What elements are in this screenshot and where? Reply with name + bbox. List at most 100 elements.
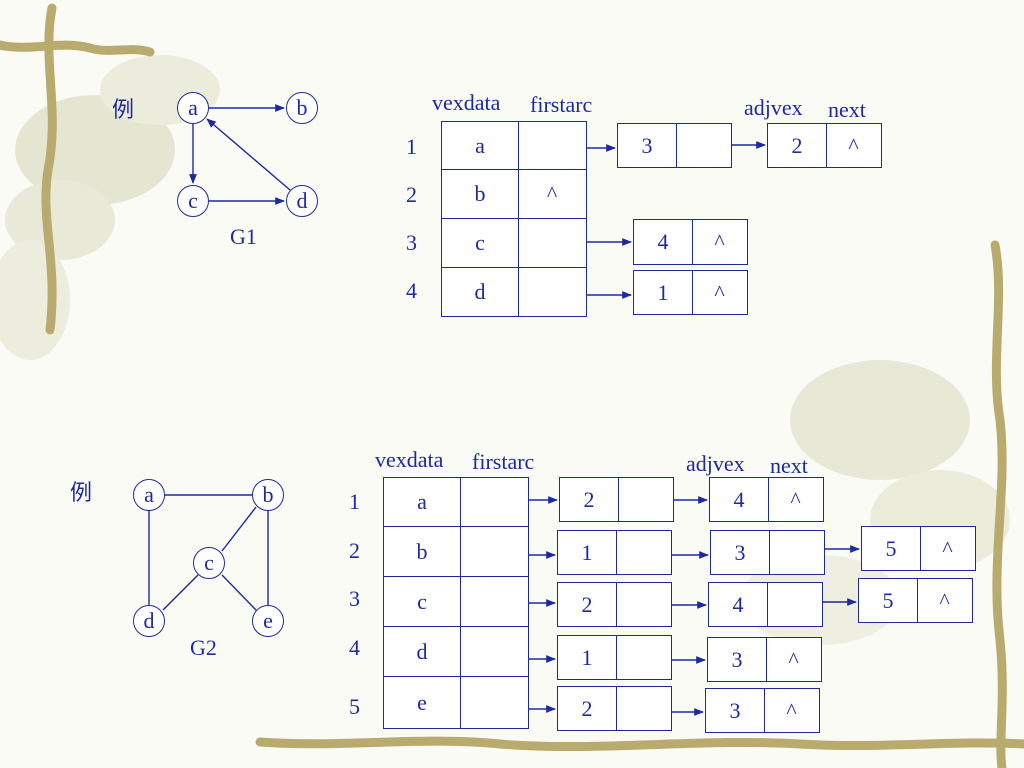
g2-node-a: a <box>133 479 165 511</box>
g1-node-d: d <box>286 185 318 217</box>
g2-arc-node: 3 ^ <box>705 688 820 733</box>
next-cell <box>616 583 671 626</box>
g2-graph-edges <box>148 494 269 611</box>
g2-vertex-row: e <box>383 677 529 729</box>
firstarc-cell <box>460 527 528 576</box>
adjvex-cell: 5 <box>859 579 918 622</box>
vexdata-cell: c <box>442 219 519 267</box>
next-cell: ^ <box>714 229 725 254</box>
g2-row-number: 2 <box>349 538 360 563</box>
adjvex-cell: 4 <box>709 583 768 626</box>
vexdata-cell: b <box>442 170 519 218</box>
g2-arc-node: 1 <box>557 530 672 575</box>
g1-row-number: 3 <box>406 230 417 255</box>
next-cell <box>676 124 731 167</box>
g2-edge-c-d <box>162 574 199 611</box>
g2-arc-node: 3 ^ <box>707 637 822 682</box>
g2-vertex-row: a <box>383 477 529 527</box>
g1-graph-edges <box>189 104 291 205</box>
next-cell <box>767 583 822 626</box>
next-cell: ^ <box>714 279 725 305</box>
g1-arc-node: 4 ^ <box>633 219 748 265</box>
vexdata-cell: d <box>442 268 519 316</box>
adjvex-cell: 3 <box>708 638 767 681</box>
g2-node-e: e <box>252 605 284 637</box>
g1-arc-node: 2 ^ <box>767 123 882 168</box>
adjvex-cell: 3 <box>706 689 765 732</box>
g2-edge-b-c <box>221 506 257 552</box>
g1-row-number: 2 <box>406 182 417 207</box>
vine-decoration <box>0 3 1024 768</box>
g2-arc-node: 4 ^ <box>709 477 824 522</box>
g2-arc-node: 4 <box>708 582 823 627</box>
adjvex-cell: 5 <box>862 527 921 570</box>
g2-arc-node: 5 ^ <box>858 578 973 623</box>
g2-node-c: c <box>193 547 225 579</box>
adjvex-cell: 2 <box>768 124 827 167</box>
g1-node-c: c <box>177 185 209 217</box>
g1-header-firstarc: firstarc <box>530 92 593 117</box>
g1-edge-d-a <box>206 118 291 191</box>
g2-vertex-row: b <box>383 527 529 577</box>
g1-row-number: 1 <box>406 134 417 159</box>
adjvex-cell: 2 <box>558 583 617 626</box>
g2-example-label: 例 <box>70 480 93 505</box>
g2-header-adjvex: adjvex <box>686 451 745 476</box>
g1-header-adjvex: adjvex <box>744 95 803 120</box>
next-cell <box>616 531 671 574</box>
g2-row-number: 4 <box>349 635 360 660</box>
g2-edge-c-e <box>221 574 257 611</box>
g2-node-b: b <box>252 479 284 511</box>
g2-row-number: 1 <box>349 489 360 514</box>
adjvex-cell: 1 <box>558 531 617 574</box>
next-cell: ^ <box>939 587 950 613</box>
g2-arc-node: 2 <box>557 582 672 627</box>
vexdata-cell: a <box>384 478 461 526</box>
g2-header-next: next <box>770 453 808 478</box>
adjvex-cell: 2 <box>560 478 619 521</box>
g1-vertex-row: d <box>441 268 587 317</box>
g2-vertex-row: d <box>383 627 529 677</box>
g2-arc-node: 3 <box>710 530 825 575</box>
g1-vertex-row: c <box>441 219 587 268</box>
g1-node-a: a <box>177 92 209 124</box>
firstarc-cell <box>460 478 528 526</box>
vexdata-cell: d <box>384 627 461 676</box>
g2-graph-name: G2 <box>190 635 217 660</box>
adjvex-cell: 1 <box>558 636 617 679</box>
vexdata-cell: e <box>384 677 461 728</box>
next-cell: ^ <box>790 486 801 512</box>
firstarc-cell <box>460 627 528 676</box>
g2-arc-node: 2 <box>559 477 674 522</box>
g2-arc-node: 5 ^ <box>861 526 976 571</box>
g1-vertex-row: b ^ <box>441 170 587 219</box>
firstarc-cell <box>518 122 586 169</box>
next-cell <box>769 531 824 574</box>
firstarc-cell: ^ <box>546 181 558 206</box>
g2-vertex-row: c <box>383 577 529 627</box>
g2-row-number: 3 <box>349 586 360 611</box>
g1-arc-node: 1 ^ <box>633 270 748 315</box>
g2-header-firstarc: firstarc <box>472 449 535 474</box>
g2-arc-node: 1 <box>557 635 672 680</box>
firstarc-cell <box>518 268 586 316</box>
adjvex-cell: 3 <box>618 124 677 167</box>
adjvex-cell: 3 <box>711 531 770 574</box>
firstarc-cell <box>460 677 528 728</box>
g1-header-vexdata: vexdata <box>432 90 501 115</box>
adjvex-cell: 4 <box>710 478 769 521</box>
next-cell: ^ <box>942 535 953 561</box>
g2-header-vexdata: vexdata <box>375 447 444 472</box>
g2-row-number: 5 <box>349 694 360 719</box>
g1-vertex-row: a <box>441 121 587 170</box>
next-cell <box>616 687 671 730</box>
g1-arc-node: 3 <box>617 123 732 168</box>
next-cell: ^ <box>788 646 799 672</box>
g1-graph-name: G1 <box>230 224 257 249</box>
g1-node-b: b <box>286 92 318 124</box>
vexdata-cell: c <box>384 577 461 626</box>
firstarc-cell <box>518 219 586 267</box>
next-cell <box>616 636 671 679</box>
g1-header-next: next <box>828 97 866 122</box>
adjvex-cell: 4 <box>634 220 693 264</box>
